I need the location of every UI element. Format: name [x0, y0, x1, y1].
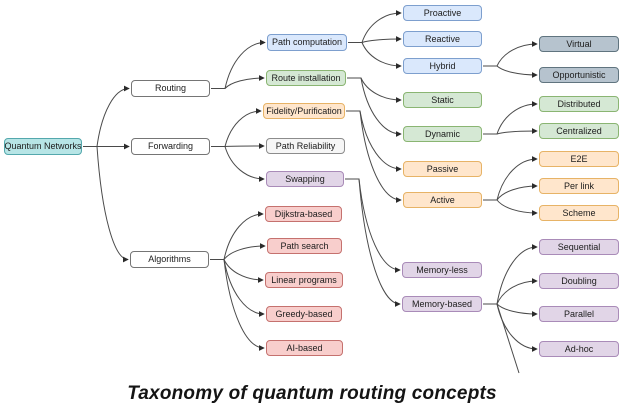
node-static: Static [403, 92, 482, 108]
edge-truncated [496, 303, 520, 374]
node-doubling: Doubling [539, 273, 619, 289]
edge-swapping-to-memory-based [345, 178, 401, 307]
node-scheme: Scheme [539, 205, 619, 221]
node-route-installation: Route installation [266, 70, 346, 86]
node-fidelity-purification: Fidelity/Purification [263, 103, 345, 119]
node-reactive: Reactive [403, 31, 482, 47]
node-memory-based: Memory-based [402, 296, 482, 312]
edge-algorithms-to-ai-based [210, 259, 265, 351]
node-path-reliability: Path Reliability [266, 138, 345, 154]
edge-quantum-networks-to-algorithms [83, 146, 129, 263]
node-distributed: Distributed [539, 96, 619, 112]
node-dynamic: Dynamic [403, 126, 482, 142]
edge-routing-to-route-installation [211, 75, 265, 89]
node-hybrid: Hybrid [403, 58, 482, 74]
edge-active-to-scheme [483, 199, 538, 216]
edge-route-installation-to-dynamic [347, 77, 402, 137]
node-routing: Routing [131, 80, 210, 97]
node-opportunistic: Opportunistic [539, 67, 619, 83]
node-dijkstra-based: Dijkstra-based [265, 206, 342, 222]
node-ai-based: AI-based [266, 340, 343, 356]
edge-fidelity-purification-to-active [346, 110, 402, 203]
node-sequential: Sequential [539, 239, 619, 255]
node-forwarding: Forwarding [131, 138, 210, 155]
node-swapping: Swapping [266, 171, 344, 187]
edge-path-computation-to-hybrid [348, 42, 402, 69]
node-active: Active [403, 192, 482, 208]
node-path-computation: Path computation [267, 34, 347, 51]
edge-dynamic-to-centralized [483, 128, 538, 135]
node-centralized: Centralized [539, 123, 619, 139]
diagram-caption: Taxonomy of quantum routing concepts [127, 383, 497, 404]
node-virtual: Virtual [539, 36, 619, 52]
node-quantum-networks: Quantum Networks [4, 138, 82, 155]
node-algorithms: Algorithms [130, 251, 209, 268]
node-e2e: E2E [539, 151, 619, 167]
node-memory-less: Memory-less [402, 262, 482, 278]
edge-forwarding-to-swapping [211, 146, 265, 182]
edge-hybrid-to-opportunistic [483, 65, 538, 78]
node-proactive: Proactive [403, 5, 482, 21]
node-per-link: Per link [539, 178, 619, 194]
node-passive: Passive [403, 161, 482, 177]
node-linear-programs: Linear programs [265, 272, 343, 288]
node-ad-hoc: Ad-hoc [539, 341, 619, 357]
node-greedy-based: Greedy-based [266, 306, 342, 322]
node-parallel: Parallel [539, 306, 619, 322]
node-path-search: Path search [267, 238, 342, 254]
